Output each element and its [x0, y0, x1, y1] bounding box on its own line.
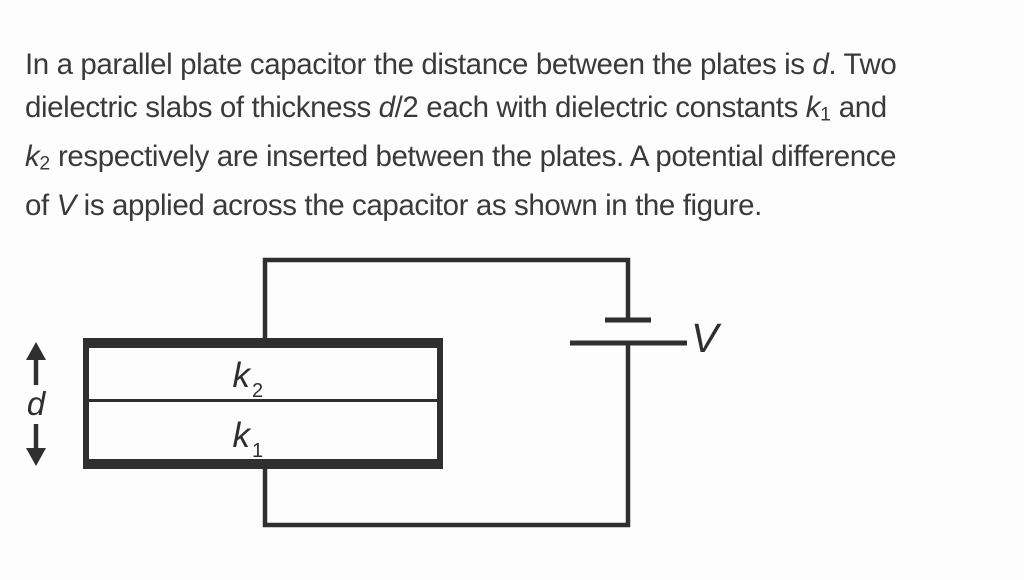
text-segment: /2 each with dielectric constants [394, 90, 806, 124]
problem-text: In a parallel plate capacitor the distan… [25, 44, 1020, 227]
capacitor-plate-bottom [83, 459, 443, 469]
variable: V [56, 188, 77, 222]
text-line: of V is applied across the capacitor as … [25, 185, 1020, 228]
capacitor-edge-right [437, 338, 443, 469]
text-segment: of [25, 188, 57, 222]
variable: k [25, 139, 40, 173]
variable: d [812, 48, 829, 81]
dielectric-label-bottom: k [233, 416, 252, 455]
dielectric-divider [83, 399, 443, 402]
text-line: dielectric slabs of thickness d/2 each w… [25, 87, 1020, 136]
capacitor-plate-top [83, 338, 443, 348]
gap-label: d [27, 385, 47, 422]
variable: d [378, 90, 395, 124]
variable: k [805, 90, 821, 124]
text-line: In a parallel plate capacitor the distan… [25, 44, 1020, 87]
battery-label: V [691, 315, 722, 361]
wire-top [262, 257, 631, 344]
capacitor-edge-left [83, 338, 89, 469]
text-segment: is applied across the capacitor as shown… [75, 188, 763, 222]
gap-arrow-down-icon [26, 448, 46, 466]
dielectric-label-bottom-subscript: 1 [252, 440, 263, 462]
gap-arrow-up-icon [26, 342, 46, 360]
text-segment: . Two [828, 48, 897, 81]
text-segment: and [830, 90, 887, 124]
subscript: 1 [820, 103, 831, 125]
text-segment: dielectric slabs of thickness [25, 90, 379, 124]
text-segment: respectively are inserted between the pl… [50, 139, 897, 173]
dielectric-label-top-subscript: 2 [252, 380, 263, 402]
wire-bottom [262, 345, 631, 528]
subscript: 2 [39, 152, 51, 174]
text-segment: In a parallel plate capacitor the distan… [25, 48, 813, 81]
text-line: k2 respectively are inserted between the… [25, 136, 1020, 185]
dielectric-label-top: k [233, 356, 252, 395]
